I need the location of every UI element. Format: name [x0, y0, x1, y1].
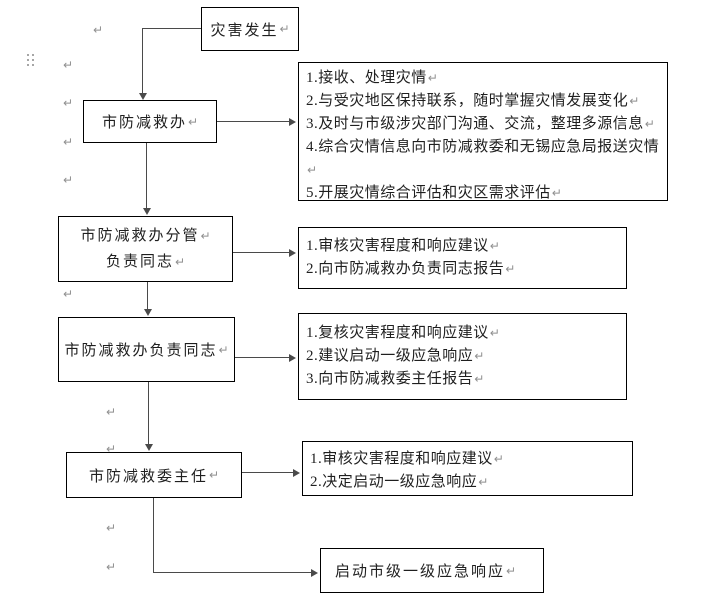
- formatting-mark-return: ↵: [63, 58, 74, 72]
- node-label: 市防减救办: [101, 115, 187, 131]
- connector-start-elbow-h: [142, 28, 201, 29]
- node-label: 负责同志: [105, 254, 174, 270]
- detail-director-tasks[interactable]: 1.审核灾害程度和响应建议↵ 2.决定启动一级应急响应↵: [302, 441, 633, 496]
- node-city-office[interactable]: 市防减救办↵: [83, 100, 217, 143]
- task-item: 2.与受灾地区保持联系，随时掌握灾情发展变化↵: [306, 93, 640, 109]
- task-item: 4.综合灾情信息向市防减救委和无锡应急局报送灾情↵: [306, 139, 660, 177]
- task-item: 5.开展灾情综合评估和灾区需求评估↵: [306, 185, 562, 201]
- task-item: 2.决定启动一级应急响应↵: [310, 474, 489, 490]
- task-item: 2.向市防减救办负责同志报告↵: [306, 261, 516, 277]
- task-item: 1.复核灾害程度和响应建议↵: [306, 325, 500, 341]
- connector-director-elbow-v: [153, 498, 154, 573]
- connector-director-to-tasks: [242, 472, 293, 473]
- node-responsible-leader[interactable]: 市防减救办负责同志↵: [58, 317, 235, 382]
- task-item: 1.审核灾害程度和响应建议↵: [306, 238, 500, 254]
- detail-head-tasks[interactable]: 1.复核灾害程度和响应建议↵ 2.建议启动一级应急响应↵ 3.向市防减救委主任报…: [298, 313, 627, 400]
- connector-deputy-to-head: [147, 282, 148, 309]
- node-committee-director[interactable]: 市防减救委主任↵: [66, 452, 242, 498]
- connector-head-to-director: [148, 382, 149, 444]
- formatting-mark-return: ↵: [93, 23, 104, 37]
- node-label: 启动市级一级应急响应: [335, 564, 506, 580]
- node-label: 灾害发生: [210, 22, 279, 39]
- connector-director-elbow-h: [153, 572, 311, 573]
- arrowhead-down-icon: [143, 208, 151, 215]
- formatting-mark-return: ↵: [106, 405, 117, 419]
- task-item: 3.及时与市级涉灾部门沟通、交流，整理多源信息↵: [306, 116, 655, 132]
- task-item: 3.向市防减救委主任报告↵: [306, 371, 485, 387]
- node-label: 市防减救委主任: [88, 468, 208, 485]
- connector-deputy-to-tasks: [233, 252, 289, 253]
- node-deputy-leader[interactable]: 市防减救办分管↵ 负责同志↵: [58, 216, 233, 282]
- node-launch-response[interactable]: 启动市级一级应急响应↵: [320, 548, 544, 593]
- detail-deputy-tasks[interactable]: 1.审核灾害程度和响应建议↵ 2.向市防减救办负责同志报告↵: [298, 227, 627, 289]
- formatting-mark-return: ↵: [106, 560, 117, 574]
- task-item: 1.接收、处理灾情↵: [306, 70, 438, 86]
- arrowhead-down-icon: [144, 309, 152, 316]
- node-disaster-start[interactable]: 灾害发生↵: [201, 7, 299, 51]
- arrowhead-down-icon: [145, 444, 153, 451]
- arrowhead-right-icon: [293, 469, 300, 477]
- formatting-mark-return: ↵: [63, 96, 74, 110]
- formatting-mark-return: ↵: [63, 135, 74, 149]
- detail-office-tasks[interactable]: 1.接收、处理灾情↵ 2.与受灾地区保持联系，随时掌握灾情发展变化↵ 3.及时与…: [298, 62, 668, 201]
- node-label: 市防减救办分管: [80, 228, 200, 244]
- arrowhead-right-icon: [289, 118, 296, 126]
- formatting-mark-return: ↵: [63, 173, 74, 187]
- drag-handle-icon[interactable]: [25, 52, 35, 68]
- connector-head-to-tasks: [235, 357, 289, 358]
- task-item: 1.审核灾害程度和响应建议↵: [310, 451, 504, 467]
- arrowhead-down-icon: [139, 93, 147, 100]
- task-item: 2.建议启动一级应急响应↵: [306, 348, 485, 364]
- arrowhead-right-icon: [289, 354, 296, 362]
- connector-start-elbow-v: [142, 28, 143, 94]
- connector-office-to-tasks: [217, 121, 289, 122]
- connector-office-to-deputy: [146, 143, 147, 208]
- node-label: 市防减救办负责同志: [64, 343, 218, 359]
- arrowhead-right-icon: [289, 249, 296, 257]
- formatting-mark-return: ↵: [106, 521, 117, 535]
- arrowhead-right-icon: [311, 569, 318, 577]
- formatting-mark-return: ↵: [106, 442, 117, 456]
- formatting-mark-return: ↵: [63, 287, 74, 301]
